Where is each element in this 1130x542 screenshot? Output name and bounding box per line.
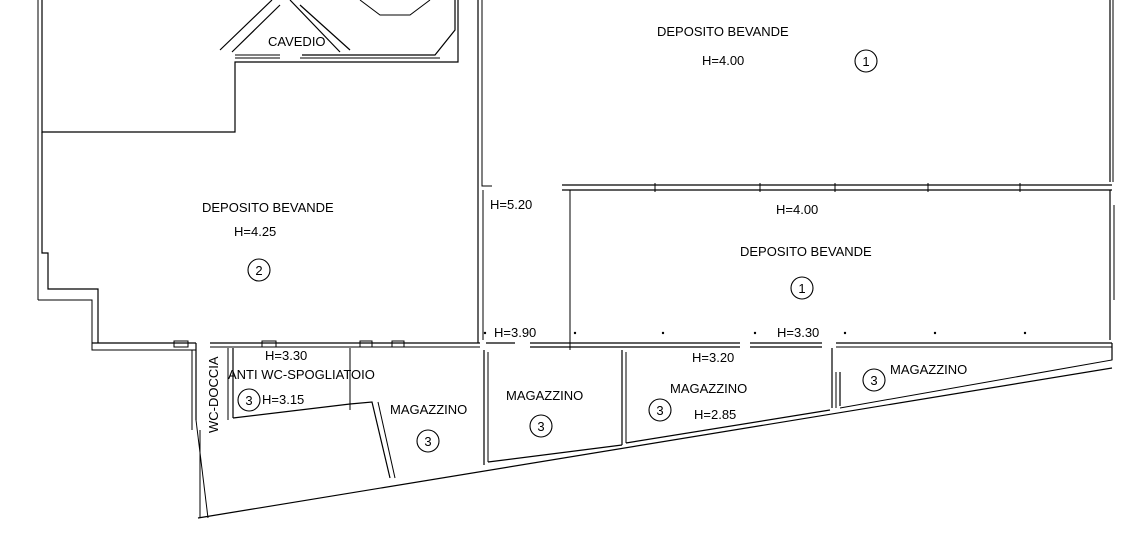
- zone-marker-magazzino-d: 3: [862, 368, 886, 392]
- svg-text:1: 1: [862, 54, 869, 69]
- svg-text:3: 3: [245, 393, 252, 408]
- magazzino-b-name: MAGAZZINO: [506, 388, 583, 403]
- zone-marker-left: 2: [247, 258, 271, 282]
- anti-wc-height: H=3.15: [262, 392, 304, 407]
- magazzino-c-height: H=2.85: [694, 407, 736, 422]
- walls: [37, 0, 1115, 519]
- zone-marker-magazzino-b: 3: [529, 414, 553, 438]
- h-390-label: H=3.90: [494, 325, 536, 340]
- zone-marker-magazzino-c: 3: [648, 398, 672, 422]
- deposito-left-height: H=4.25: [234, 224, 276, 239]
- zone-marker-magazzino-a: 3: [416, 429, 440, 453]
- zone-marker-mid-right: 1: [790, 276, 814, 300]
- magazzino-a-name: MAGAZZINO: [390, 402, 467, 417]
- deposito-left-name: DEPOSITO BEVANDE: [202, 200, 334, 215]
- deposito-top-right-height: H=4.00: [702, 53, 744, 68]
- svg-text:3: 3: [424, 434, 431, 449]
- deposito-mid-right-height: H=4.00: [776, 202, 818, 217]
- cavedio-label: CAVEDIO: [268, 34, 326, 49]
- h-330-right-label: H=3.30: [777, 325, 819, 340]
- wc-doccia-label: WC-DOCCIA: [206, 356, 221, 433]
- svg-text:1: 1: [798, 281, 805, 296]
- deposito-top-right-name: DEPOSITO BEVANDE: [657, 24, 789, 39]
- zone-marker-top-right: 1: [854, 49, 878, 73]
- svg-text:2: 2: [255, 263, 262, 278]
- magazzino-c-name: MAGAZZINO: [670, 381, 747, 396]
- anti-wc-name: ANTI WC-SPOGLIATOIO: [228, 367, 375, 382]
- magazzino-d-name: MAGAZZINO: [890, 362, 967, 377]
- room-labels: CAVEDIO DEPOSITO BEVANDE H=4.00 1 DEPOSI…: [202, 24, 967, 453]
- svg-text:3: 3: [870, 373, 877, 388]
- zone-marker-anti-wc: 3: [237, 388, 261, 412]
- svg-text:3: 3: [537, 419, 544, 434]
- deposito-mid-right-name: DEPOSITO BEVANDE: [740, 244, 872, 259]
- corridor-height: H=5.20: [490, 197, 532, 212]
- svg-text:3: 3: [656, 403, 663, 418]
- anti-wc-height-top: H=3.30: [265, 348, 307, 363]
- h-320-label: H=3.20: [692, 350, 734, 365]
